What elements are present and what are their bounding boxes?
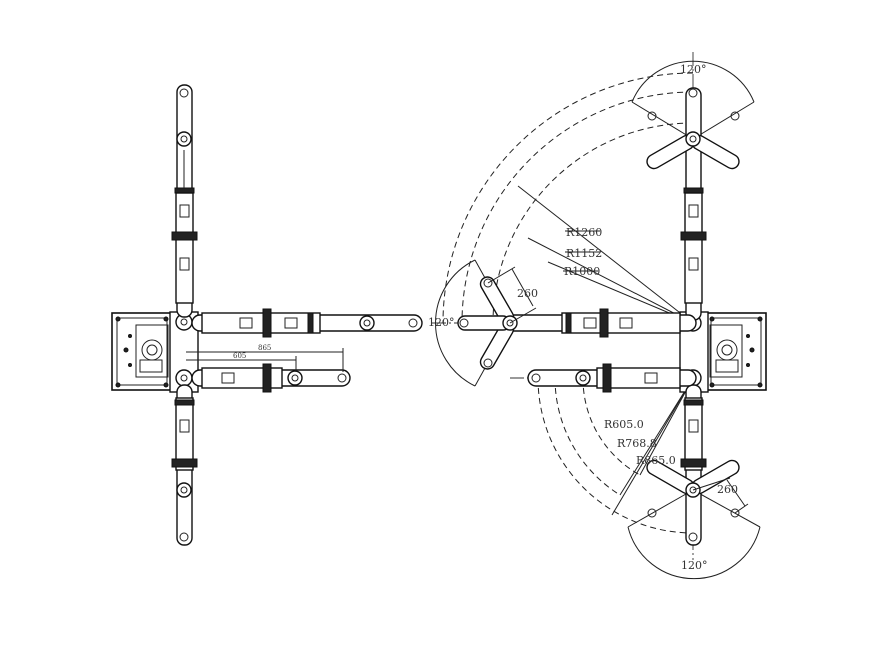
radius-leaders — [517, 185, 694, 516]
left-base-plate — [111, 312, 173, 391]
label-r1000: R1000 — [564, 265, 600, 278]
left-arm-right-lower — [191, 363, 351, 393]
label-r865: R865.0 — [636, 454, 676, 467]
left-dimension-865-605: 865 605 — [186, 344, 344, 372]
label-r1260: R1260 — [566, 226, 602, 239]
label-120-bottom: 120° — [681, 559, 708, 572]
left-arm-down — [171, 384, 198, 546]
bottom-y-bracket — [646, 459, 740, 518]
left-arm-right-upper — [191, 308, 423, 338]
right-arm-up — [680, 87, 707, 321]
label-260-left: 260 — [517, 287, 538, 300]
lower-sweep-arcs — [537, 377, 694, 534]
right-assembly: R1260 R1152 R1000 260 260 R605.0 R768.8 … — [428, 52, 767, 580]
label-r768: R768.8 — [617, 437, 657, 450]
dim-865-small: 865 — [258, 344, 271, 352]
right-base-plate — [705, 312, 767, 391]
angle-arcs — [435, 60, 761, 580]
upper-sweep-arcs — [442, 72, 694, 324]
right-arm-left-lower — [527, 363, 697, 393]
top-y-bracket — [646, 111, 740, 170]
right-arm-left-upper — [503, 308, 697, 338]
label-r1152: R1152 — [566, 247, 602, 260]
label-260-bottom: 260 — [717, 483, 738, 496]
label-120-top: 120° — [680, 63, 707, 76]
label-r605: R605.0 — [604, 418, 644, 431]
left-assembly: 865 605 — [111, 84, 423, 546]
right-arm-down — [680, 384, 707, 546]
left-y-bracket — [457, 276, 518, 370]
left-arm-up — [171, 84, 198, 318]
label-120-left: 120° — [428, 316, 455, 329]
dim-605-small: 605 — [233, 352, 246, 360]
dim-260-brackets — [487, 266, 749, 514]
